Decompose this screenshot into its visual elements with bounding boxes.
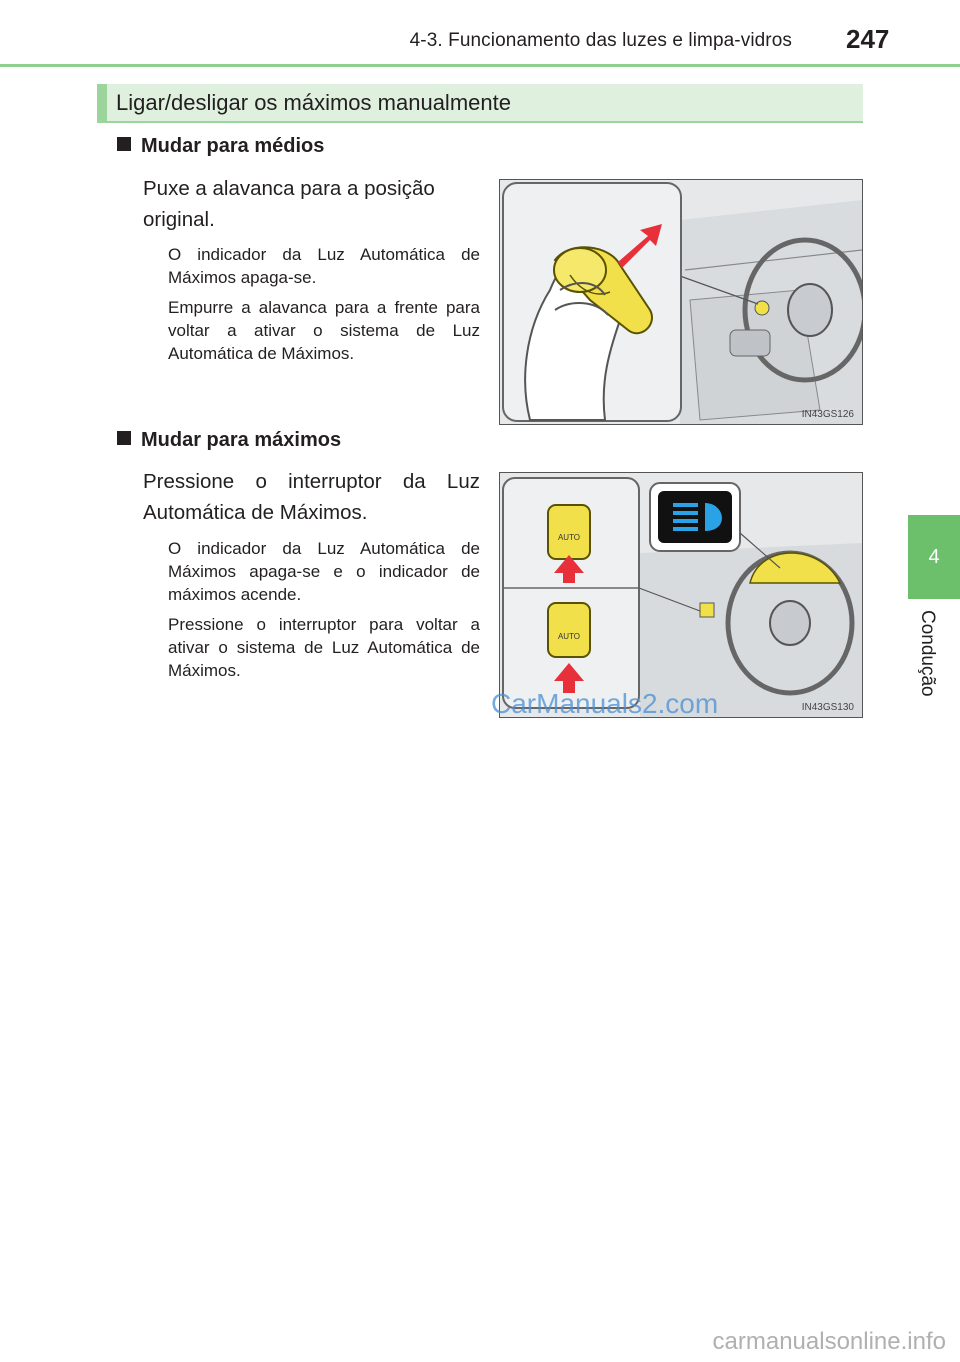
figure-lever: IN43GS126 <box>499 179 863 425</box>
subheading-text: Mudar para médios <box>141 135 325 157</box>
header-rule <box>0 64 960 67</box>
chapter-label: Condução <box>917 610 938 697</box>
section-bar <box>97 84 863 123</box>
bullet-square-icon <box>117 431 131 445</box>
subheading-high-beam: Mudar para máximos <box>117 429 341 452</box>
switch-label-bottom: AUTO <box>558 632 580 641</box>
subheading-text: Mudar para máximos <box>141 429 342 451</box>
chapter-tab[interactable]: 4 <box>908 515 960 599</box>
footer-watermark: carmanualsonline.info <box>712 1328 946 1355</box>
figure-code: IN43GS130 <box>801 702 854 713</box>
bullet-square-icon <box>117 137 131 151</box>
note-high-beam-1: O indicador da Luz Automática de Máximos… <box>168 539 480 604</box>
chapter-number: 4 <box>928 545 940 568</box>
watermark-overlay: CarManuals2.com <box>491 688 719 719</box>
switch-illustration: AUTO AUTO <box>500 473 862 717</box>
note-low-beam-1: O indicador da Luz Automática de Máximos… <box>168 245 480 287</box>
section-title: Ligar/desligar os máximos manualmente <box>116 90 511 115</box>
lever-illustration <box>500 180 862 424</box>
header-title: 4-3. Funcionamento das luzes e limpa-vid… <box>409 30 792 51</box>
subheading-low-beam: Mudar para médios <box>117 135 324 158</box>
page-number: 247 <box>846 24 890 54</box>
note-high-beam-2: Pressione o interruptor para voltar a at… <box>168 615 480 680</box>
figure-code: IN43GS126 <box>801 409 854 420</box>
instruction-low-beam: Puxe a alavanca para a posição original. <box>143 177 435 231</box>
figure-switch: AUTO AUTO IN43GS130 <box>499 472 863 718</box>
switch-label-top: AUTO <box>558 533 580 542</box>
note-low-beam-2: Empurre a alavanca para a frente para vo… <box>168 298 480 363</box>
instruction-high-beam: Pressione o interruptor da Luz Automátic… <box>143 470 480 524</box>
